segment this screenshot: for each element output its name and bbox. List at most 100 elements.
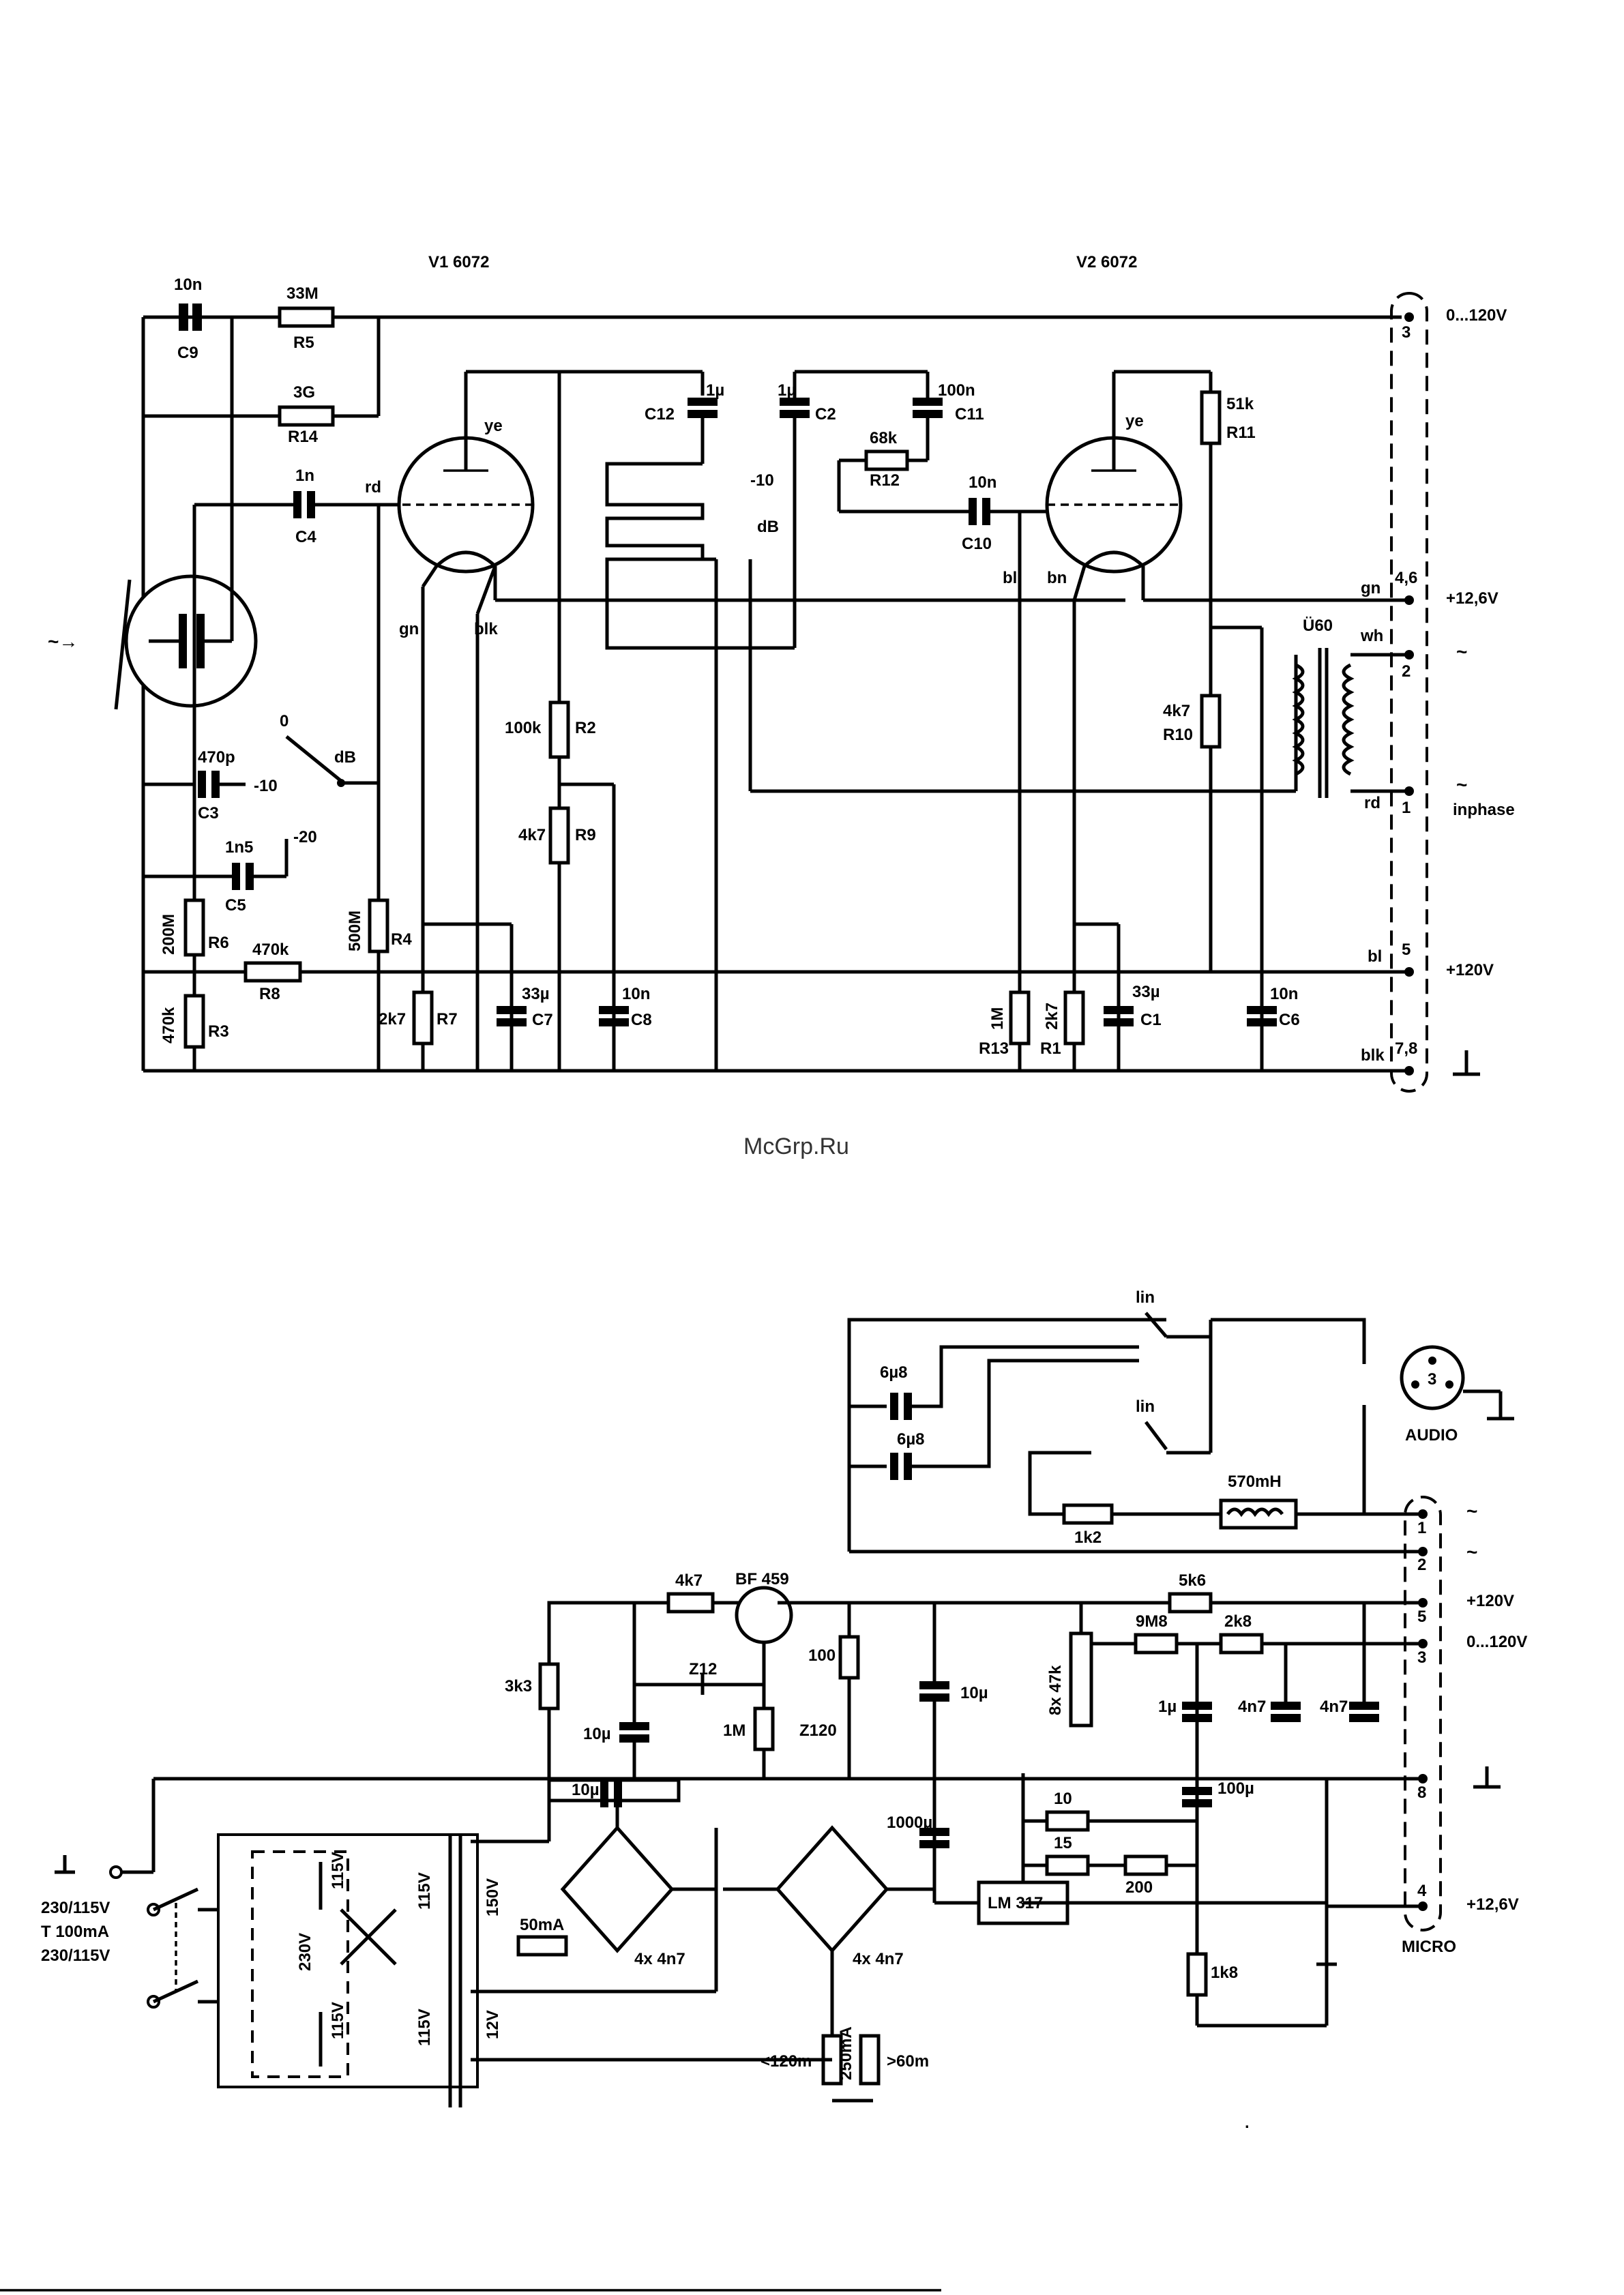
audio-switch-bottom[interactable]: [1145, 1421, 1168, 1451]
step-switch-value: 8x 47k: [1046, 1665, 1065, 1715]
r-base-4k7: [666, 1592, 715, 1614]
db-switch[interactable]: [285, 735, 342, 782]
voltage-selector[interactable]: [251, 1850, 349, 2078]
c-10u-b-value: 10µ: [572, 1781, 600, 1799]
c1-capacitor: [1104, 1006, 1134, 1014]
r-2k8: [1219, 1633, 1264, 1655]
micro-pin1-text: ~: [1466, 1500, 1477, 1522]
c-1000u-value: 1000µ: [887, 1813, 932, 1832]
micro-connector[interactable]: [1404, 1496, 1442, 1931]
transistor-bf459: [735, 1586, 793, 1644]
wire-rd-label: rd: [365, 478, 381, 497]
power-supply-circuit: 6µ8 6µ8 lin lin 1k2 570mH 3 AUDIO: [41, 1288, 1527, 2132]
c10-capacitor: [969, 498, 977, 525]
r-3k3-value: 3k3: [505, 1677, 532, 1696]
r13-value: 1M: [988, 1007, 1007, 1030]
c4-value: 1n: [295, 467, 314, 485]
c7-capacitor: [497, 1006, 527, 1014]
r5-resistor: [278, 306, 335, 328]
watermark: McGrp.Ru: [743, 1134, 849, 1159]
r8-value: 470k: [252, 941, 289, 959]
tube2-label: V2 6072: [1076, 253, 1137, 271]
z120-label: Z120: [799, 1721, 837, 1740]
r-15: [1045, 1854, 1090, 1876]
r6-value: 200M: [160, 914, 178, 955]
transistor-label: BF 459: [735, 1570, 789, 1588]
c-4n7-b: [1349, 1702, 1379, 1710]
r-100: [838, 1635, 860, 1680]
c-1000u: [919, 1828, 949, 1836]
r12-value: 68k: [870, 429, 898, 447]
step-switch-resistors: [1069, 1631, 1093, 1728]
pin3-number: 3: [1402, 323, 1411, 342]
r4-label: R4: [391, 930, 412, 949]
selector-switch-wiring[interactable]: [605, 462, 795, 650]
r11-resistor: [1200, 390, 1222, 445]
c1-value: 33µ: [1132, 983, 1160, 1001]
c8-capacitor: [599, 1006, 629, 1014]
mains-switch-1[interactable]: [152, 1887, 199, 1912]
label-60m: >60m: [887, 2052, 929, 2071]
c12-label: C12: [645, 405, 675, 424]
c2-value: 1µ: [778, 381, 796, 400]
c7-value: 33µ: [522, 985, 550, 1003]
r13-resistor: [1009, 990, 1031, 1046]
r-1k8: [1186, 1952, 1208, 1997]
audio-switch-top[interactable]: [1145, 1312, 1168, 1338]
c9-label: C9: [177, 344, 198, 362]
r11-label: R11: [1226, 424, 1256, 442]
c8-value: 10n: [622, 985, 650, 1003]
inductor-value: 570mH: [1228, 1472, 1282, 1491]
r-9m8-value: 9M8: [1136, 1612, 1168, 1631]
r-10: [1045, 1810, 1090, 1832]
r14-value: 3G: [293, 383, 315, 402]
mains-v2: 230V: [296, 1933, 314, 1971]
wire-rd2-label: rd: [1364, 794, 1381, 812]
mains-box: [217, 1833, 479, 2088]
c8-label: C8: [631, 1011, 652, 1029]
r11-value: 51k: [1226, 395, 1254, 413]
r-10-value: 10: [1054, 1790, 1072, 1808]
mains-line2: T 100mA: [41, 1923, 109, 1941]
audio-pin3-label: 3: [1428, 1370, 1436, 1389]
audio-cap1-value: 6µ8: [880, 1363, 908, 1382]
r-1m-value: 1M: [723, 1721, 745, 1740]
audio-switch-bot-label: lin: [1136, 1397, 1155, 1416]
audio-connector[interactable]: [1400, 1345, 1465, 1410]
r9-value: 4k7: [518, 826, 546, 844]
r3-label: R3: [208, 1022, 229, 1041]
switch2-b-label: dB: [757, 518, 779, 536]
switch-name: dB: [334, 748, 356, 767]
sec2-label: 115V: [415, 2009, 434, 2046]
pot-200[interactable]: [1123, 1854, 1168, 1876]
c9-capacitor: [179, 303, 188, 331]
r1-value: 2k7: [1043, 1003, 1061, 1030]
audio-connector-label: AUDIO: [1405, 1426, 1458, 1445]
c6-capacitor: [1247, 1006, 1277, 1014]
audio-switch-top-label: lin: [1136, 1288, 1155, 1307]
r1-resistor: [1063, 990, 1085, 1046]
r7-resistor: [412, 990, 434, 1046]
tube1-label: V1 6072: [428, 253, 489, 271]
c-1u-value: 1µ: [1158, 1698, 1177, 1716]
c3-label: C3: [198, 804, 219, 823]
r8-label: R8: [259, 985, 280, 1003]
res-60m: [859, 2034, 881, 2086]
c5-capacitor: [232, 863, 240, 890]
wire-bl-label: bl: [1003, 569, 1017, 587]
output-connector[interactable]: [1390, 292, 1428, 1093]
pin3-text: 0...120V: [1446, 306, 1507, 325]
pin46-text: +12,6V: [1446, 589, 1498, 608]
c2-label: C2: [815, 405, 836, 424]
c4-capacitor: [293, 491, 301, 518]
r4-resistor: [368, 898, 389, 953]
r6-resistor: [183, 898, 205, 957]
r12-resistor: [864, 449, 909, 471]
c-100u-value: 100µ: [1217, 1779, 1254, 1798]
r1-label: R1: [1040, 1039, 1061, 1058]
wire-gn-label: gn: [399, 620, 419, 638]
r3-resistor: [183, 994, 205, 1049]
c11-capacitor: [913, 398, 943, 406]
wire-wh-label: wh: [1360, 627, 1383, 645]
switch-left-label: -10: [254, 777, 278, 795]
